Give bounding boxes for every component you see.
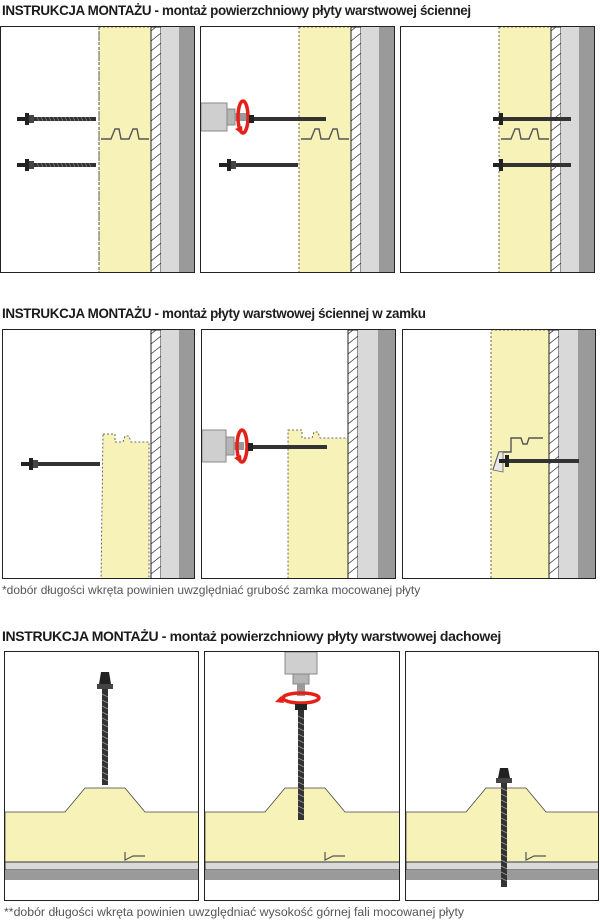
step-2-panel bbox=[204, 651, 400, 901]
rotation-arrow-icon bbox=[235, 99, 250, 135]
step-3-panel bbox=[400, 26, 595, 273]
step-2-drawing bbox=[205, 652, 399, 880]
section-roof-surface: INSTRUKCJA MONTAŻU - montaż powierzchnio… bbox=[0, 623, 600, 923]
screw-icon bbox=[499, 455, 579, 467]
screw-icon bbox=[21, 458, 100, 470]
step-3-panel bbox=[405, 651, 599, 901]
step-1-drawing bbox=[21, 330, 194, 578]
step-2-panel bbox=[201, 329, 396, 579]
screw-icon bbox=[248, 443, 327, 451]
rotation-arrow-icon bbox=[234, 428, 249, 464]
section-wall-surface: INSTRUKCJA MONTAŻU - montaż powierzchnio… bbox=[0, 0, 600, 280]
drill-icon bbox=[202, 429, 244, 463]
step-2-drawing bbox=[201, 27, 394, 272]
screw-icon bbox=[17, 113, 96, 125]
step-3-drawing bbox=[490, 330, 595, 578]
screw-icon bbox=[249, 115, 326, 123]
step-1-panel bbox=[4, 651, 199, 901]
step-1-panel bbox=[2, 329, 195, 579]
step-1-panel bbox=[0, 26, 195, 273]
step-3-drawing bbox=[406, 768, 598, 887]
step-3-panel bbox=[402, 329, 596, 579]
section-title: INSTRUKCJA MONTAŻU - montaż powierzchnio… bbox=[2, 3, 471, 18]
rotation-arrow-icon bbox=[275, 691, 321, 705]
screw-icon bbox=[493, 159, 571, 171]
screw-icon bbox=[97, 672, 113, 785]
step-1-drawing bbox=[17, 27, 194, 272]
section-title: INSTRUKCJA MONTAŻU - montaż płyty warstw… bbox=[2, 306, 426, 321]
drill-icon bbox=[201, 102, 247, 132]
screw-icon bbox=[496, 768, 512, 887]
footnote: *dobór długości wkręta powinien uwzględn… bbox=[2, 583, 421, 597]
footnote: **dobór długości wkręta powinien uwzględ… bbox=[4, 905, 465, 919]
screw-icon bbox=[295, 704, 307, 820]
step-2-drawing bbox=[202, 330, 395, 578]
section-wall-lock: INSTRUKCJA MONTAŻU - montaż płyty warstw… bbox=[0, 305, 600, 605]
screw-icon bbox=[219, 159, 298, 171]
screw-icon bbox=[17, 159, 96, 171]
section-title: INSTRUKCJA MONTAŻU - montaż powierzchnio… bbox=[2, 628, 501, 644]
step-2-panel bbox=[200, 26, 395, 273]
drill-icon bbox=[284, 652, 318, 696]
step-1-drawing bbox=[5, 672, 198, 880]
screw-icon bbox=[493, 113, 571, 125]
step-3-drawing bbox=[493, 27, 594, 272]
